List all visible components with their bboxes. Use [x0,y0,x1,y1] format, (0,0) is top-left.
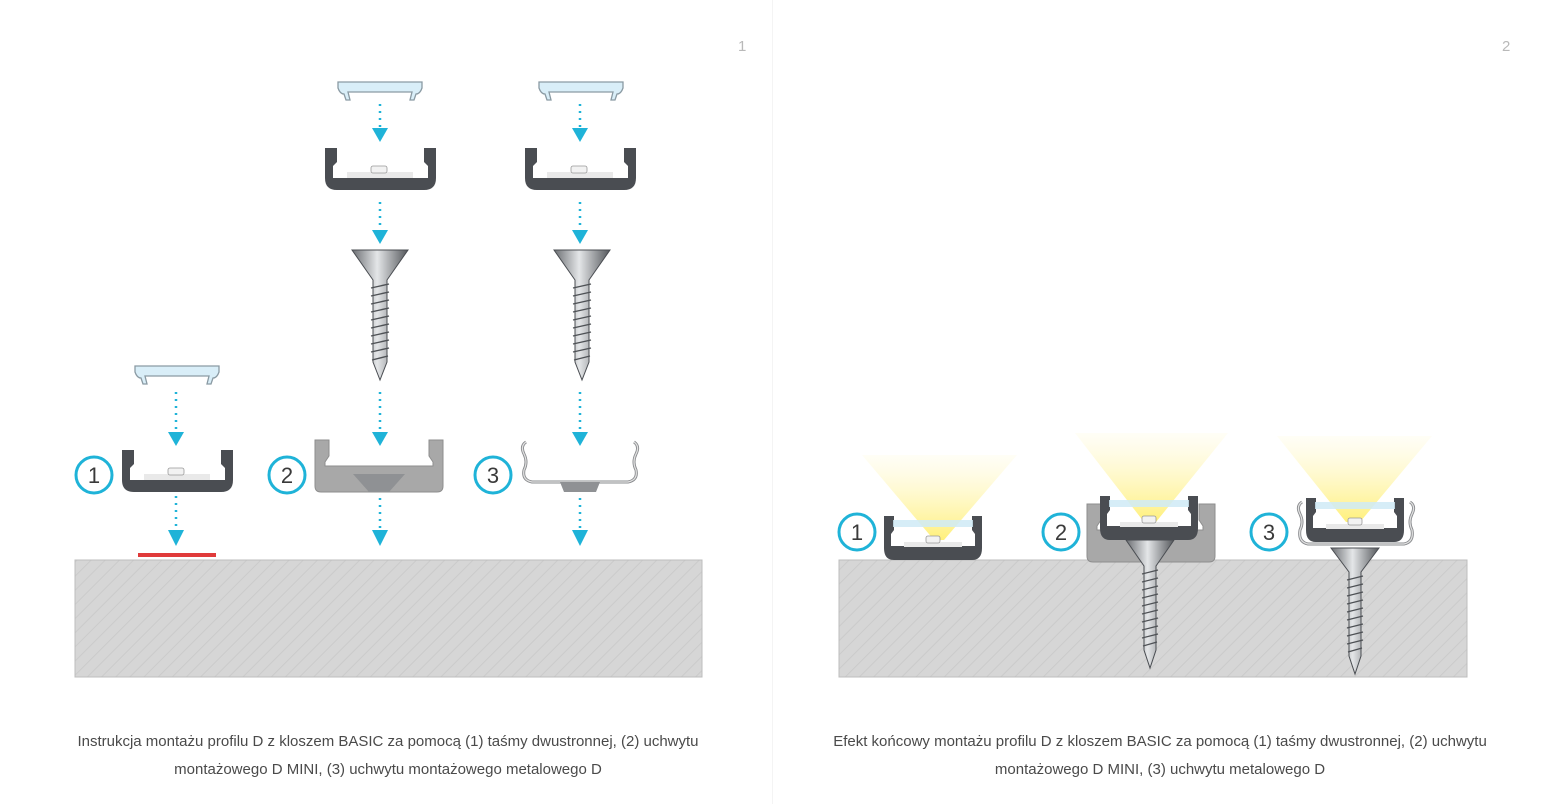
arrow-head [572,530,588,546]
badge-3: 3 [1249,512,1289,552]
badge-label: 2 [281,463,293,488]
arrow-head [372,128,388,142]
diffuser-cover [337,81,423,101]
screw [351,249,409,382]
arrow-head [572,432,588,446]
metal-holder [520,440,640,492]
badge-2: 2 [267,455,307,495]
instruction-diagram: 1 2 3 [74,81,703,678]
result-panel: 2 [772,0,1544,804]
light-beam [1075,433,1228,522]
badge-label: 3 [487,463,499,488]
badge-1: 1 [837,512,877,552]
arrow-head [168,530,184,546]
panel-divider [772,0,773,804]
screw [553,249,611,382]
screw [1125,539,1175,670]
result-caption: Efekt końcowy montażu profilu D z klosze… [833,733,1487,778]
arrow-head [572,128,588,142]
result-diagram: 1 2 3 [837,433,1468,678]
arrow-head [572,230,588,244]
double-sided-tape [138,553,216,557]
instruction-panel: 1 [74,38,747,778]
diffuser-cover [538,81,624,101]
column-mini-holder [314,81,444,546]
result-metal-holder [1277,436,1432,676]
panel-number: 2 [1502,38,1511,55]
light-beam [862,455,1017,540]
badge-1: 1 [74,455,114,495]
diffuser-cover [134,365,220,385]
badge-label: 3 [1263,520,1275,545]
d-profile [884,516,982,560]
d-profile [525,148,636,190]
screw [1330,547,1380,676]
arrow-head [372,432,388,446]
instruction-caption: Instrukcja montażu profilu D z kloszem B… [77,733,699,778]
d-profile [122,450,233,492]
badge-label: 1 [851,520,863,545]
column-metal-holder [520,81,640,546]
result-mini-holder [1075,433,1228,670]
d-profile [325,148,436,190]
d-profile [1306,498,1404,542]
arrow-head [168,432,184,446]
light-beam [1277,436,1432,522]
result-tape [862,455,1017,560]
metal-holder [1296,500,1416,546]
badge-label: 2 [1055,520,1067,545]
badge-3: 3 [473,455,513,495]
badge-2: 2 [1041,512,1081,552]
badge-label: 1 [88,463,100,488]
mounting-surface [74,559,703,678]
arrow-head [372,230,388,244]
panel-number: 1 [738,38,747,55]
column-tape [122,365,233,557]
arrow-head [372,530,388,546]
d-profile [1100,496,1198,540]
mini-holder [314,439,444,493]
